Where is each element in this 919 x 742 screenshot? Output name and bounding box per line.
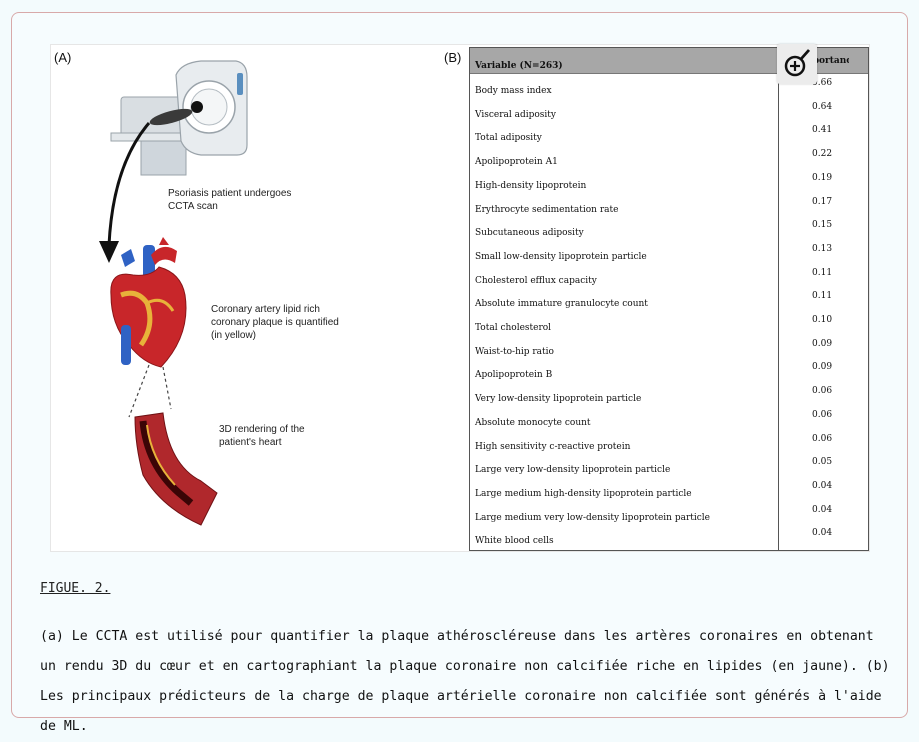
table-row-variable: Absolute immature granulocyte count (475, 299, 648, 310)
table-row-variable: Absolute monocyte count (475, 417, 591, 428)
table-row-value: 0.04 (812, 480, 833, 491)
table-row-variable: Waist-to-hip ratio (475, 346, 554, 357)
table-row-variable: Large very low-density lipoprotein parti… (475, 465, 671, 476)
artery-icon (134, 412, 218, 526)
table-row-value: 0.11 (812, 267, 833, 278)
table-row-variable: Erythrocyte sedimentation rate (475, 204, 619, 215)
header-importance: Importance (799, 56, 849, 66)
table-row-value: 0.06 (812, 409, 833, 420)
table-row-variable: Visceral adiposity (475, 109, 556, 120)
table-row-value: 0.10 (812, 315, 833, 325)
table-row-variable: Cholesterol efflux capacity (475, 275, 597, 286)
ct-scanner-icon (110, 60, 248, 176)
table-row-value: 0.15 (812, 220, 833, 231)
table-row-value: 0.09 (812, 338, 833, 349)
table-row-variable: Small low-density lipoprotein particle (475, 251, 647, 262)
figure-image[interactable]: (A) (B) (50, 44, 870, 552)
table-row-value: 0.11 (812, 291, 833, 302)
table-row-variable: Subcutaneous adiposity (475, 228, 584, 239)
table-row-value: 0.64 (812, 101, 833, 112)
table-row-variable: Apolipoprotein B (475, 370, 553, 381)
table-row-variable: Body mass index (475, 86, 552, 96)
panel-a-label: (A) (54, 50, 72, 65)
table-row-value: 0.06 (812, 386, 833, 397)
table-row-value: 0.04 (812, 504, 833, 515)
table-row-value: 0.04 (812, 528, 833, 539)
table-row-value: 0.09 (812, 362, 833, 373)
figure-link[interactable]: FIGUE. 2. (40, 581, 111, 596)
table-row-value: 0.19 (812, 172, 833, 183)
table-row-value: 0.17 (812, 196, 833, 207)
render-caption: 3D rendering of the patient's heart (219, 424, 305, 448)
zoom-in-icon (784, 49, 811, 77)
table-row-variable: Total cholesterol (475, 323, 552, 333)
table-row-variable: Large medium high-density lipoprotein pa… (475, 488, 692, 499)
heart-icon (110, 237, 187, 368)
table-row-variable: Very low-density lipoprotein particle (475, 394, 642, 405)
table-row-value: 0.66 (812, 78, 833, 88)
importance-table: Variable (N=263) Importance Body mass in… (469, 47, 869, 551)
table-row-variable: Total adiposity (475, 133, 542, 144)
figure-description: (a) Le CCTA est utilisé pour quantifier … (40, 629, 890, 734)
column-divider (778, 48, 779, 550)
table-row-value: 0.22 (812, 149, 833, 160)
table-row-variable: White blood cells (475, 536, 554, 547)
zoom-button[interactable] (777, 44, 817, 84)
table-row-variable: Apolipoprotein A1 (475, 157, 558, 168)
panel-b-label: (B) (444, 50, 462, 65)
table-row-value: 0.13 (812, 243, 833, 254)
header-variable: Variable (N=263) (475, 61, 563, 71)
table-row-variable: High sensitivity c-reactive protein (475, 441, 631, 452)
table-row-value: 0.06 (812, 433, 833, 444)
table-row-variable: Large medium very low-density lipoprotei… (475, 512, 710, 523)
plaque-caption: Coronary artery lipid rich coronary plaq… (211, 304, 339, 341)
table-row-variable: High-density lipoprotein (475, 180, 587, 191)
table-row-value: 0.41 (812, 125, 833, 136)
ccta-illustration (99, 60, 248, 526)
table-row-value: 0.05 (812, 457, 833, 468)
scan-caption: Psoriasis patient undergoes CCTA scan (168, 188, 292, 212)
